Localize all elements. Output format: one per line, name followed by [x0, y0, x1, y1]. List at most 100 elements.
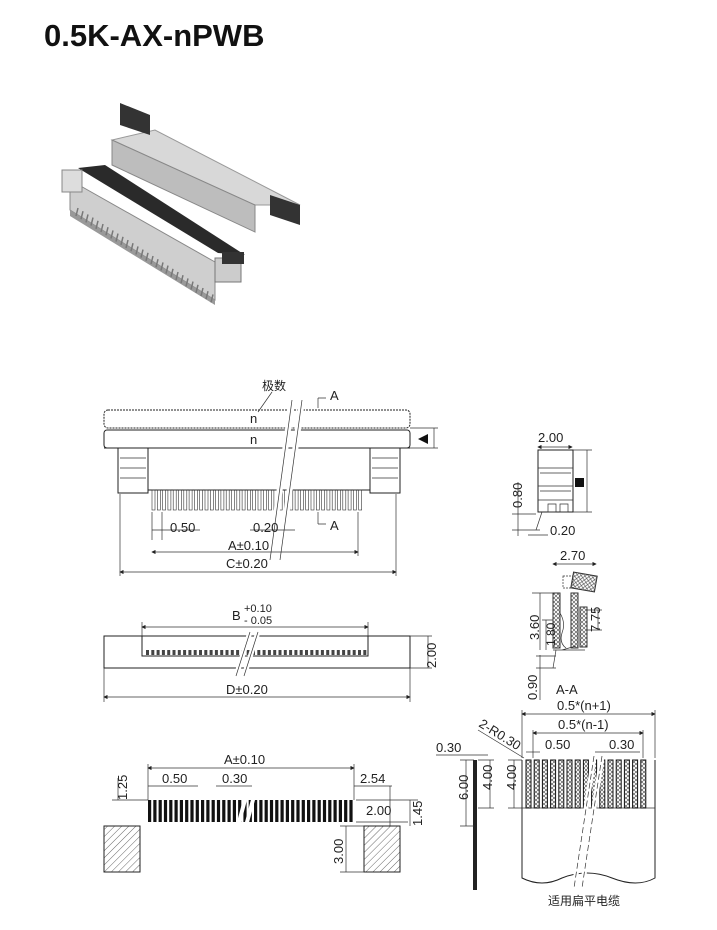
- ffc-finger: [615, 759, 622, 809]
- footprint-dim-a: A±0.10: [224, 752, 265, 767]
- photo-pin: [175, 271, 179, 281]
- connector-pin: [204, 489, 209, 511]
- front-view: 极数 n n A A 0.50 0.20 A±0.10 C±0.20: [103, 378, 438, 576]
- dim-a: A±0.10: [228, 538, 269, 553]
- photo-pin: [170, 268, 174, 277]
- connector-pin: [210, 489, 214, 511]
- connector-pin: [315, 489, 320, 511]
- photo-pin: [95, 220, 99, 229]
- connector-pin: [220, 489, 225, 511]
- footprint-pad: [322, 800, 327, 822]
- footprint-pad: [238, 800, 242, 822]
- connector-pin: [157, 489, 161, 511]
- connector-pin: [167, 489, 172, 511]
- connector-pin-top: [305, 650, 308, 655]
- footprint-pad: [195, 800, 199, 822]
- footprint-pad: [222, 800, 226, 822]
- footprint-pad: [275, 800, 279, 822]
- connector-pin-top: [262, 650, 266, 655]
- connector-pin-top: [151, 650, 155, 655]
- photo-pin: [105, 227, 109, 236]
- connector-pin: [321, 489, 325, 511]
- section-h3: 7.75: [588, 607, 603, 632]
- connector-pin-top: [246, 650, 250, 655]
- connector-pin-top: [294, 650, 298, 655]
- connector-pin-top: [225, 650, 229, 655]
- connector-pin: [151, 489, 156, 511]
- section-view: 2.70 3.60 1.80 7.75 0.90 A-A: [525, 548, 603, 700]
- connector-pin-top: [336, 650, 340, 655]
- connector-pin: [241, 489, 246, 511]
- ffc-total: 0.5*(n+1): [557, 698, 611, 713]
- ffc-finger: [541, 759, 548, 809]
- pole-count-label: 极数: [262, 378, 286, 393]
- n-label-top: n: [250, 411, 257, 426]
- connector-pin-top: [161, 650, 165, 655]
- ffc-length-4a: 4.00: [480, 765, 495, 790]
- footprint-pad: [312, 800, 316, 822]
- connector-pin: [215, 489, 219, 511]
- ffc-inner: 0.5*(n-1): [558, 717, 609, 732]
- connector-pin-top: [320, 650, 324, 655]
- side-width: 2.00: [538, 430, 563, 445]
- page-title: 0.5K-AX-nPWB: [44, 18, 265, 53]
- connector-pin-top: [156, 650, 160, 655]
- section-h1: 3.60: [527, 615, 542, 640]
- footprint-pad: [338, 800, 342, 822]
- footprint-pad: [333, 800, 337, 822]
- connector-pin-top: [326, 650, 330, 655]
- connector-pin-top: [220, 650, 224, 655]
- footprint-pad: [296, 800, 300, 822]
- photo-pin: [185, 278, 189, 287]
- ffc-finger: [566, 759, 573, 809]
- footprint-pad: [185, 800, 189, 822]
- connector-pin: [194, 489, 198, 511]
- ffc-finger: [550, 759, 557, 809]
- connector-pin: [337, 489, 341, 511]
- footprint-side: 1.45: [410, 801, 425, 826]
- photo-pin: [130, 243, 134, 252]
- connector-pin-top: [289, 650, 293, 655]
- photo-pin: [125, 239, 129, 249]
- connector-pin: [172, 489, 177, 511]
- dim-c: C±0.20: [226, 556, 268, 571]
- photo-pin: [85, 214, 89, 223]
- footprint-pad: [328, 800, 332, 822]
- height-dim: 2.00: [424, 643, 439, 668]
- photo-pin: [145, 252, 149, 261]
- photo-pin: [100, 223, 104, 233]
- footprint-pad: [344, 800, 348, 822]
- ffc-finger: [574, 759, 581, 809]
- connector-pin: [231, 489, 235, 511]
- photo-pin: [165, 265, 169, 274]
- connector-pin-top: [193, 650, 197, 655]
- footprint-pad: [179, 800, 183, 822]
- ffc-finger-width: 0.30: [609, 737, 634, 752]
- photo-pin: [110, 230, 114, 239]
- footprint-pad: [163, 800, 168, 822]
- footprint-pad: [148, 800, 152, 822]
- pin-width-dim: 0.20: [253, 520, 278, 535]
- section-label: A-A: [556, 682, 578, 697]
- product-photo: [61, 103, 301, 305]
- footprint-offset: 2.54: [360, 771, 385, 786]
- connector-pin: [162, 489, 166, 511]
- connector-pin: [310, 489, 315, 511]
- ffc-pitch: 0.50: [545, 737, 570, 752]
- ffc-finger: [623, 759, 630, 809]
- connector-pin-top: [230, 650, 234, 655]
- connector-pin: [257, 489, 262, 511]
- connector-pin-top: [331, 650, 335, 655]
- connector-pin: [353, 489, 357, 511]
- footprint-pad: [232, 800, 236, 822]
- connector-pin: [188, 489, 193, 511]
- photo-pin: [160, 262, 164, 271]
- photo-pin: [140, 249, 144, 258]
- section-mark-top: A: [330, 388, 339, 403]
- footprint-pad: [317, 800, 321, 822]
- connector-pin-top: [167, 650, 171, 655]
- photo-pin: [180, 275, 184, 284]
- ffc-finger: [525, 759, 532, 809]
- dim-b: B: [232, 608, 241, 623]
